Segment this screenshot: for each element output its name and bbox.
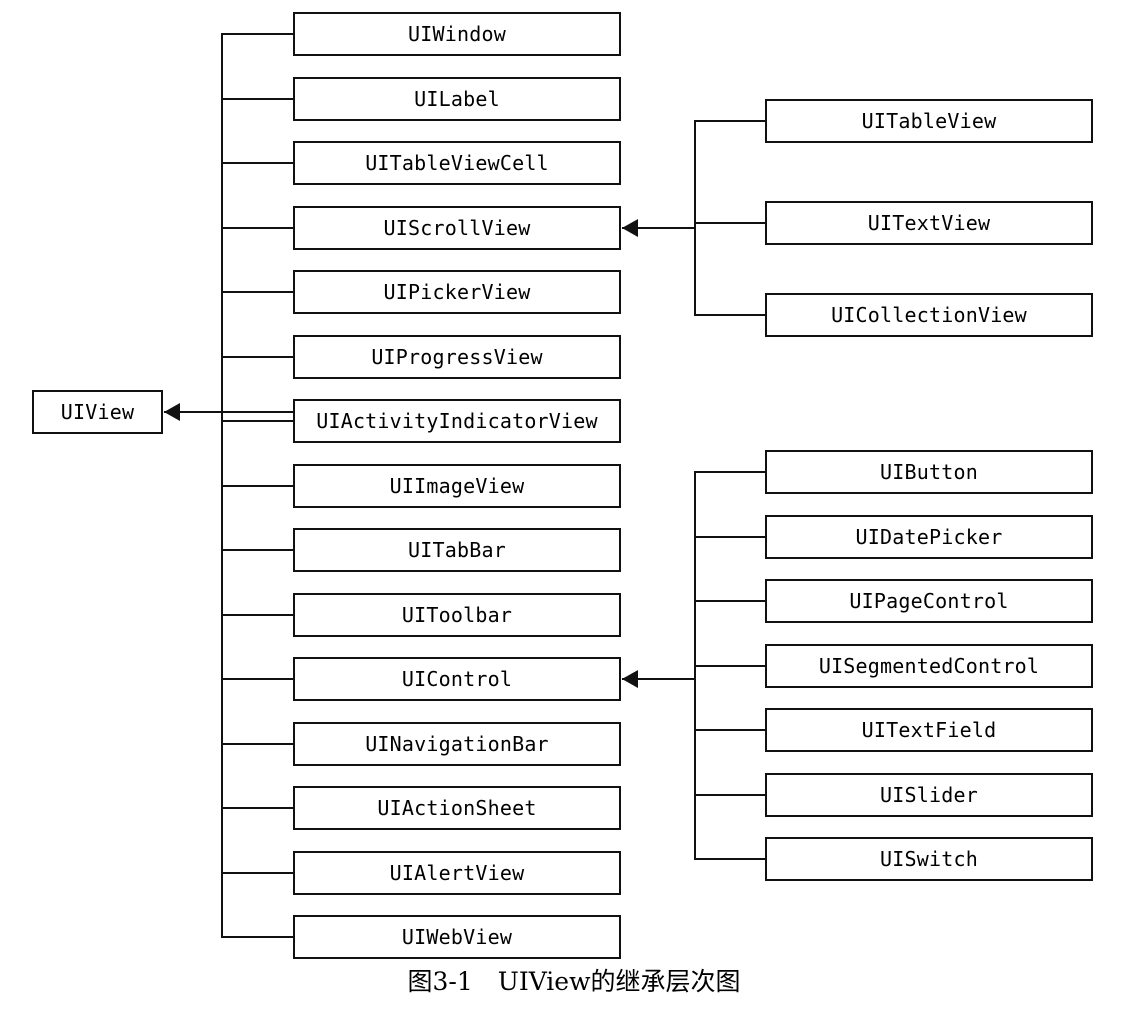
figure-caption: 图3-1 UIView的继承层次图 bbox=[407, 967, 741, 996]
right-branch-1-6 bbox=[694, 858, 765, 860]
right-branch-0-2 bbox=[694, 314, 765, 316]
node-uisegmentedcontrol[interactable]: UISegmentedControl bbox=[765, 644, 1093, 688]
node-uibutton[interactable]: UIButton bbox=[765, 450, 1093, 494]
node-uitextfield[interactable]: UITextField bbox=[765, 708, 1093, 752]
parent-arrow-head-1 bbox=[622, 670, 638, 688]
middle-branch-6 bbox=[221, 420, 293, 422]
right-branch-0-0 bbox=[694, 120, 765, 122]
middle-branch-13 bbox=[221, 872, 293, 874]
middle-branch-12 bbox=[221, 807, 293, 809]
middle-branch-4 bbox=[221, 291, 293, 293]
right-branch-1-0 bbox=[694, 471, 765, 473]
node-uitextview[interactable]: UITextView bbox=[765, 201, 1093, 245]
node-uitableviewcell[interactable]: UITableViewCell bbox=[293, 141, 621, 185]
parent-inherit-line-0 bbox=[622, 227, 694, 229]
middle-branch-8 bbox=[221, 549, 293, 551]
node-uiactionsheet[interactable]: UIActionSheet bbox=[293, 786, 621, 830]
node-uicollectionview[interactable]: UICollectionView bbox=[765, 293, 1093, 337]
right-branch-1-5 bbox=[694, 794, 765, 796]
node-uitabbar[interactable]: UITabBar bbox=[293, 528, 621, 572]
parent-arrow-head-0 bbox=[622, 219, 638, 237]
right-trunk-line-1 bbox=[694, 471, 696, 860]
node-uiscrollview[interactable]: UIScrollView bbox=[293, 206, 621, 250]
right-branch-1-2 bbox=[694, 600, 765, 602]
right-branch-1-3 bbox=[694, 665, 765, 667]
node-uicontrol[interactable]: UIControl bbox=[293, 657, 621, 701]
node-uipagecontrol[interactable]: UIPageControl bbox=[765, 579, 1093, 623]
node-uiwindow[interactable]: UIWindow bbox=[293, 12, 621, 56]
node-uitableview[interactable]: UITableView bbox=[765, 99, 1093, 143]
node-uilabel[interactable]: UILabel bbox=[293, 77, 621, 121]
node-uiswitch[interactable]: UISwitch bbox=[765, 837, 1093, 881]
node-uinavigationbar[interactable]: UINavigationBar bbox=[293, 722, 621, 766]
middle-branch-3 bbox=[221, 227, 293, 229]
uiview-arrow-head bbox=[164, 403, 180, 421]
node-uiwebview[interactable]: UIWebView bbox=[293, 915, 621, 959]
parent-inherit-line-1 bbox=[622, 678, 694, 680]
node-uiactivityindicatorview[interactable]: UIActivityIndicatorView bbox=[293, 399, 621, 443]
node-uiprogressview[interactable]: UIProgressView bbox=[293, 335, 621, 379]
middle-branch-14 bbox=[221, 936, 293, 938]
right-branch-1-4 bbox=[694, 729, 765, 731]
node-uitoolbar[interactable]: UIToolbar bbox=[293, 593, 621, 637]
right-branch-1-1 bbox=[694, 536, 765, 538]
uiview-inherit-line bbox=[164, 411, 293, 413]
right-trunk-line-0 bbox=[694, 120, 696, 316]
node-uidatepicker[interactable]: UIDatePicker bbox=[765, 515, 1093, 559]
right-branch-0-1 bbox=[694, 222, 765, 224]
middle-branch-9 bbox=[221, 614, 293, 616]
node-uislider[interactable]: UISlider bbox=[765, 773, 1093, 817]
middle-branch-0 bbox=[221, 33, 293, 35]
node-uialertview[interactable]: UIAlertView bbox=[293, 851, 621, 895]
middle-branch-11 bbox=[221, 743, 293, 745]
middle-branch-5 bbox=[221, 356, 293, 358]
middle-branch-1 bbox=[221, 98, 293, 100]
middle-branch-7 bbox=[221, 485, 293, 487]
middle-branch-2 bbox=[221, 162, 293, 164]
node-uiview[interactable]: UIView bbox=[32, 390, 163, 434]
node-uipickerview[interactable]: UIPickerView bbox=[293, 270, 621, 314]
node-uiimageview[interactable]: UIImageView bbox=[293, 464, 621, 508]
middle-branch-10 bbox=[221, 678, 293, 680]
